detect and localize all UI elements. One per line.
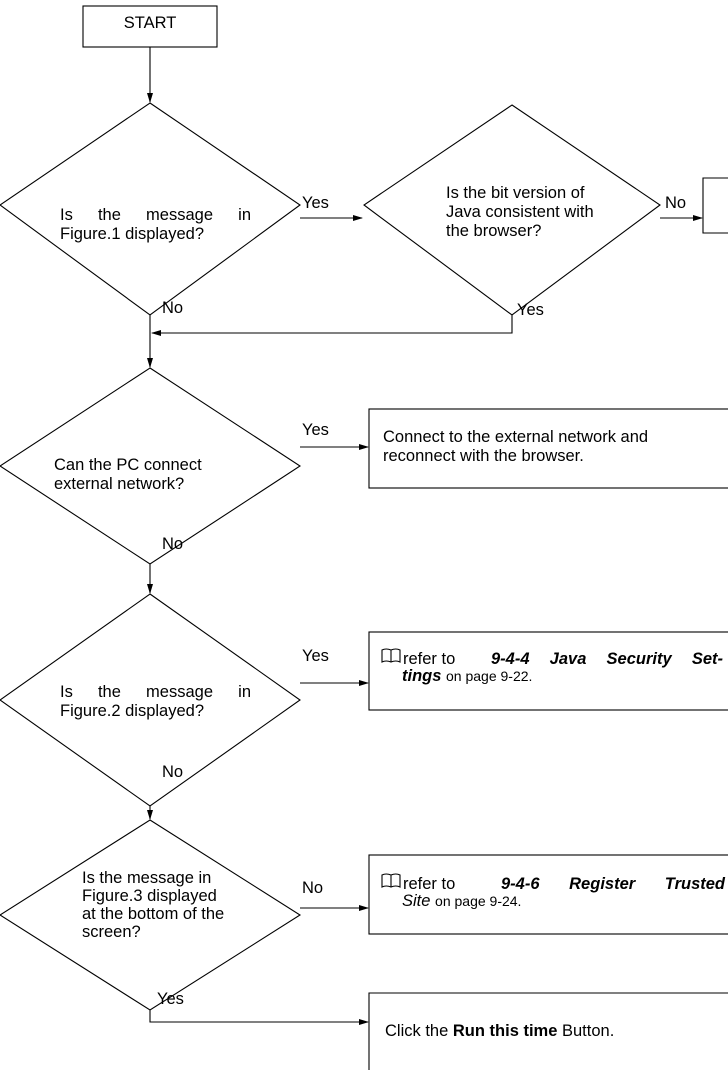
- action-run-bold: Run this time: [452, 1022, 558, 1040]
- reference-trusted-prefix: refer to: [403, 875, 456, 893]
- decision-figure3-no-label: No: [302, 879, 324, 897]
- decision-figure2-line2: Figure.2 displayed?: [60, 702, 205, 720]
- arrow-bit-yes: [151, 315, 513, 336]
- decision-bitversion-line2: Java consistent with: [446, 203, 594, 221]
- decision-figure1-no-label: No: [162, 299, 184, 317]
- action-run-prefix: Click the: [385, 1022, 449, 1040]
- action-connect-line1: Connect to the external network and: [383, 428, 649, 446]
- decision-figure1-line1: Is the message in: [60, 206, 251, 224]
- decision-bitversion-line3: the browser?: [446, 222, 542, 240]
- reference-trusted-box: [368, 854, 728, 935]
- decision-figure3-line1: Is the message in: [82, 869, 212, 887]
- action-connect-box: [368, 408, 728, 489]
- decision-network-no-label: No: [162, 535, 184, 553]
- decision-bitversion-yes-label: Yes: [517, 301, 544, 319]
- book-icon: [381, 648, 401, 663]
- reference-security-line2: tings on page 9-22.: [402, 667, 532, 686]
- arrow-figure3-yes: [149, 1010, 369, 1025]
- reference-security-section-a: 9-4-4 Java Security Set-: [491, 650, 723, 668]
- decision-figure1-line2: Figure.1 displayed?: [60, 225, 205, 243]
- reference-trusted-line2: Site on page 9-24.: [402, 892, 521, 911]
- decision-figure2-line1: Is the message in: [60, 683, 251, 701]
- decision-network-yes-label: Yes: [302, 421, 329, 439]
- action-run-box: [368, 992, 728, 1070]
- start-label: START: [123, 14, 177, 32]
- reference-trusted-suffix: on page 9-24.: [435, 893, 522, 909]
- reference-security-box: [368, 631, 728, 711]
- decision-figure2-yes-label: Yes: [302, 647, 329, 665]
- decision-figure3-line4: screen?: [82, 923, 141, 941]
- decision-figure1-yes-label: Yes: [302, 194, 329, 212]
- reference-security-suffix: on page 9-22.: [446, 668, 533, 684]
- decision-bitversion-no-label: No: [665, 194, 687, 212]
- decision-figure2-no-label: No: [162, 763, 184, 781]
- reference-security-prefix: refer to: [403, 650, 456, 668]
- decision-figure3-line2: Figure.3 displayed: [82, 887, 217, 905]
- decision-figure3-yes-label: Yes: [157, 990, 184, 1008]
- offpage-box: [702, 177, 728, 234]
- reference-security-line1: refer to 9-4-4 Java Security Set-: [381, 648, 723, 669]
- book-icon: [381, 873, 401, 888]
- reference-trusted-line1: refer to 9-4-6 Register Trusted: [381, 873, 725, 894]
- reference-security-section-b: tings: [402, 667, 442, 685]
- action-connect-line2: reconnect with the browser.: [383, 447, 584, 465]
- action-run-suffix: Button.: [561, 1022, 615, 1040]
- action-run-text: Click the Run this time Button.: [385, 1022, 614, 1041]
- reference-trusted-section-a: 9-4-6 Register Trusted: [501, 875, 725, 893]
- decision-bitversion-line1: Is the bit version of: [446, 184, 585, 202]
- decision-network-line1: Can the PC connect: [54, 456, 202, 474]
- reference-trusted-section-b: Site: [402, 892, 431, 910]
- decision-figure3-line3: at the bottom of the: [82, 905, 225, 923]
- decision-network-line2: external network?: [54, 475, 185, 493]
